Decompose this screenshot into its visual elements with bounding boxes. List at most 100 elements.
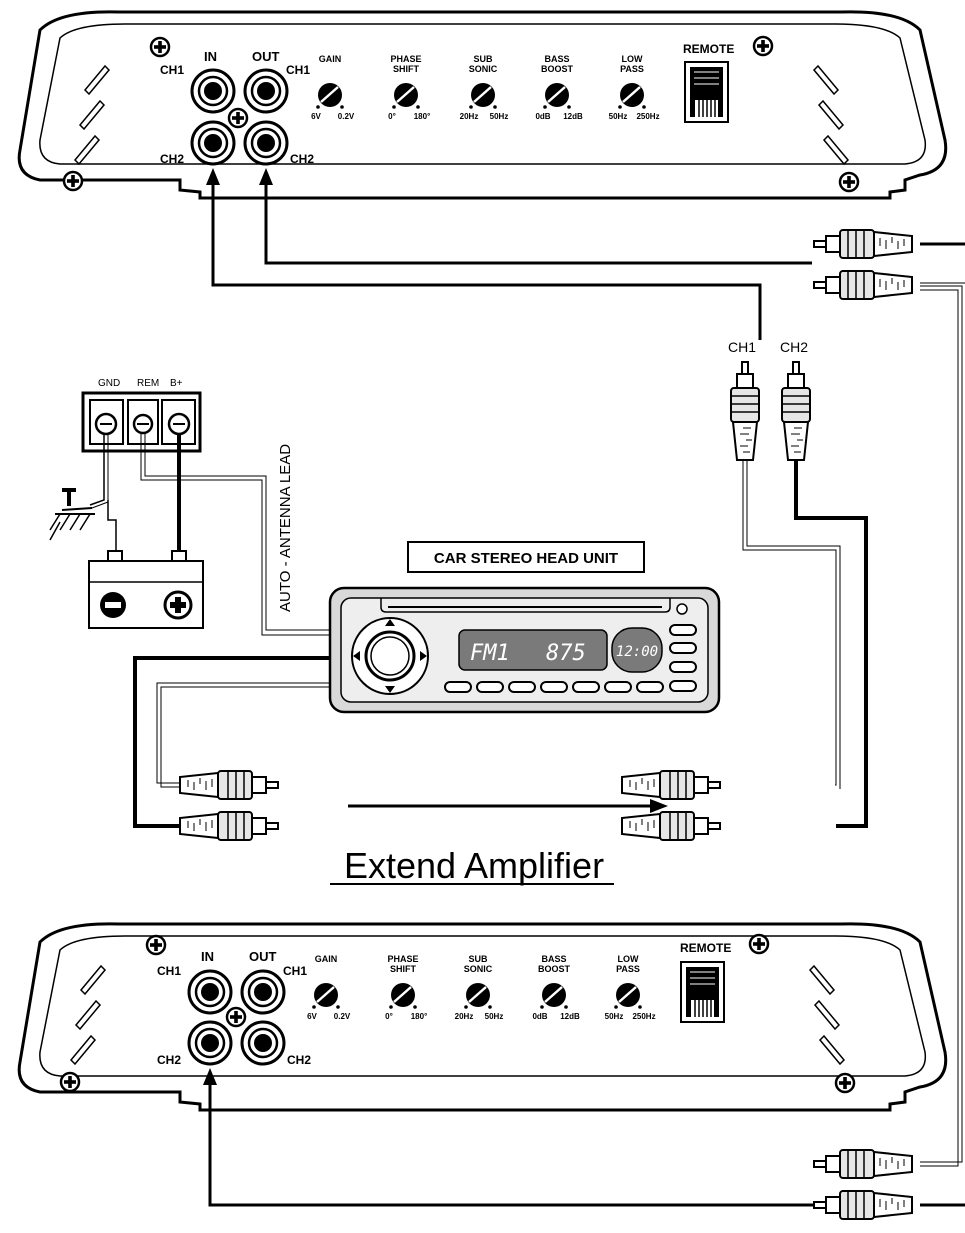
- head-unit-title: CAR STEREO HEAD UNIT: [434, 550, 618, 567]
- bottom-buttons: [444, 681, 664, 693]
- head-unit-preset-button[interactable]: [604, 681, 632, 693]
- head-unit-preset-button[interactable]: [444, 681, 472, 693]
- jack-in-ch2: [190, 120, 236, 166]
- head-unit: FM1 875 12:00: [328, 586, 721, 714]
- knob-label2-sonic: SONIC: [464, 964, 493, 974]
- remote-port-bottom: [680, 961, 725, 1023]
- display-freq: 875: [546, 641, 586, 666]
- knob-label-bass: BASS: [544, 54, 569, 64]
- knob-max-label: 250Hz: [632, 1012, 655, 1021]
- head-unit-preset-button[interactable]: [540, 681, 568, 693]
- knob-label2-shift: SHIFT: [390, 964, 417, 974]
- rca-plug-left-1: [180, 771, 278, 799]
- amp-top-ch1-right: CH1: [286, 63, 310, 77]
- knob-max-label: 12dB: [563, 112, 583, 121]
- rem-label: REM: [137, 378, 159, 389]
- amp-bottom-out-label: OUT: [249, 949, 277, 964]
- amp-top-out-label: OUT: [252, 49, 280, 64]
- head-unit-preset-button[interactable]: [508, 681, 536, 693]
- head-unit-title-box: CAR STEREO HEAD UNIT: [407, 541, 645, 573]
- knob-label-bass: BASS: [541, 954, 566, 964]
- knob-min-label: 50Hz: [609, 112, 628, 121]
- head-unit-preset-button[interactable]: [636, 681, 664, 693]
- remote-port-top: [684, 61, 729, 123]
- rca-plug-ch1: [731, 362, 759, 460]
- knob-label-low: LOW: [618, 954, 639, 964]
- jack-in-ch2-bottom: [187, 1020, 233, 1066]
- rca-plug-left-2: [180, 812, 278, 840]
- knob-min-label: 0°: [385, 1012, 393, 1021]
- head-unit-preset-button[interactable]: [572, 681, 600, 693]
- gnd-label: GND: [98, 378, 120, 389]
- power-terminal: GND REM B+: [81, 378, 202, 453]
- amp-top-ch1-left: CH1: [160, 63, 184, 77]
- knob-max-label: 0.2V: [334, 1012, 351, 1021]
- display-band: FM1: [470, 641, 510, 666]
- jack-in-ch1-bottom: [187, 969, 233, 1015]
- amp-top-ch2-left: CH2: [160, 152, 184, 166]
- rca-plug-right-1: [622, 771, 720, 799]
- knob-min-label: 6V: [311, 112, 321, 121]
- bplus-label: B+: [170, 378, 183, 389]
- extend-amplifier-title: Extend Amplifier: [344, 845, 604, 886]
- jack-out-ch1-bottom: [240, 969, 286, 1015]
- battery: [88, 550, 204, 629]
- display-clock: 12:00: [616, 644, 658, 660]
- knob-max-label: 50Hz: [490, 112, 509, 121]
- knob-min-label: 20Hz: [455, 1012, 474, 1021]
- rca-plug-ch2: [782, 362, 810, 460]
- head-unit-side-button[interactable]: [669, 624, 697, 636]
- knob-label2-boost: BOOST: [541, 64, 574, 74]
- knob-label2-pass: PASS: [620, 64, 644, 74]
- wires-top: [206, 168, 965, 1207]
- knob-max-label: 0.2V: [338, 112, 355, 121]
- amp-bottom-ch2-right: CH2: [287, 1053, 311, 1067]
- knob-label2-sonic: SONIC: [469, 64, 498, 74]
- knob-max-label: 50Hz: [485, 1012, 504, 1021]
- knob-max-label: 180°: [414, 112, 431, 121]
- knob-label-gain: GAIN: [315, 954, 338, 964]
- rca-plug-right-2: [622, 812, 720, 840]
- knob-max-label: 250Hz: [636, 112, 659, 121]
- amp-bottom-in-label: IN: [201, 949, 214, 964]
- knob-label-sub: SUB: [468, 954, 488, 964]
- rca-ch1-label: CH1: [728, 339, 756, 355]
- knob-min-label: 50Hz: [605, 1012, 624, 1021]
- knob-min-label: 20Hz: [460, 112, 479, 121]
- knob-label2-pass: PASS: [616, 964, 640, 974]
- knob-label-gain: GAIN: [319, 54, 342, 64]
- knob-label2-shift: SHIFT: [393, 64, 420, 74]
- amp-top-remote-label: REMOTE: [683, 42, 734, 56]
- knob-label-phase: PHASE: [390, 54, 421, 64]
- knob-label2-boost: BOOST: [538, 964, 571, 974]
- head-unit-side-button[interactable]: [669, 661, 697, 673]
- knob-min-label: 6V: [307, 1012, 317, 1021]
- knob-label-sub: SUB: [473, 54, 493, 64]
- knob-label-phase: PHASE: [387, 954, 418, 964]
- knob-label-low: LOW: [622, 54, 643, 64]
- head-unit-preset-button[interactable]: [476, 681, 504, 693]
- amp-bottom-ch1-left: CH1: [157, 964, 181, 978]
- ground-symbol: [49, 488, 95, 541]
- head-unit-side-button[interactable]: [669, 642, 697, 654]
- amp-top-in-label: IN: [204, 49, 217, 64]
- amp-bottom-remote-label: REMOTE: [680, 941, 731, 955]
- signal-arrow: [348, 799, 668, 813]
- knob-min-label: 0°: [388, 112, 396, 121]
- knob-min-label: 0dB: [535, 112, 550, 121]
- amp-bottom-ch2-left: CH2: [157, 1053, 181, 1067]
- head-unit-side-button[interactable]: [669, 680, 697, 692]
- jack-out-ch2: [243, 120, 289, 166]
- jack-in-ch1: [190, 68, 236, 114]
- knob-min-label: 0dB: [532, 1012, 547, 1021]
- knob-max-label: 12dB: [560, 1012, 580, 1021]
- knob-max-label: 180°: [411, 1012, 428, 1021]
- jack-out-ch1: [243, 68, 289, 114]
- antenna-lead-label: AUTO - ANTENNA LEAD: [277, 444, 294, 612]
- rca-ch2-label: CH2: [780, 339, 808, 355]
